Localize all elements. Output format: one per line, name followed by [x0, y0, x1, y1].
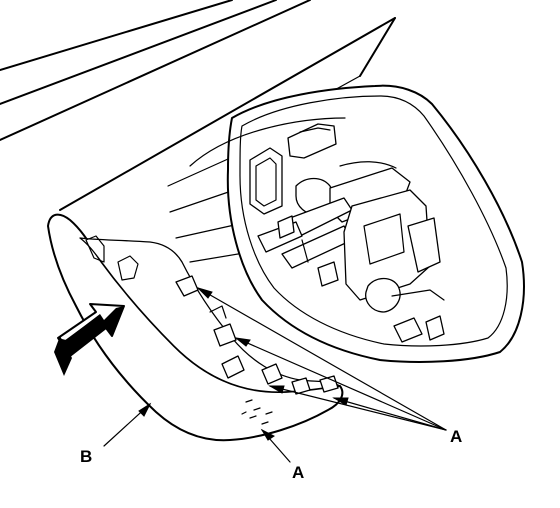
leader-lines	[103, 286, 447, 463]
callout-label-a-lower: A	[292, 463, 304, 482]
callout-label-b: B	[80, 447, 92, 466]
arrow-icon	[54, 303, 125, 376]
callout-label-a: A	[450, 427, 462, 446]
door-window-frame	[0, 0, 396, 263]
mirror-actuator-assembly	[249, 123, 445, 343]
